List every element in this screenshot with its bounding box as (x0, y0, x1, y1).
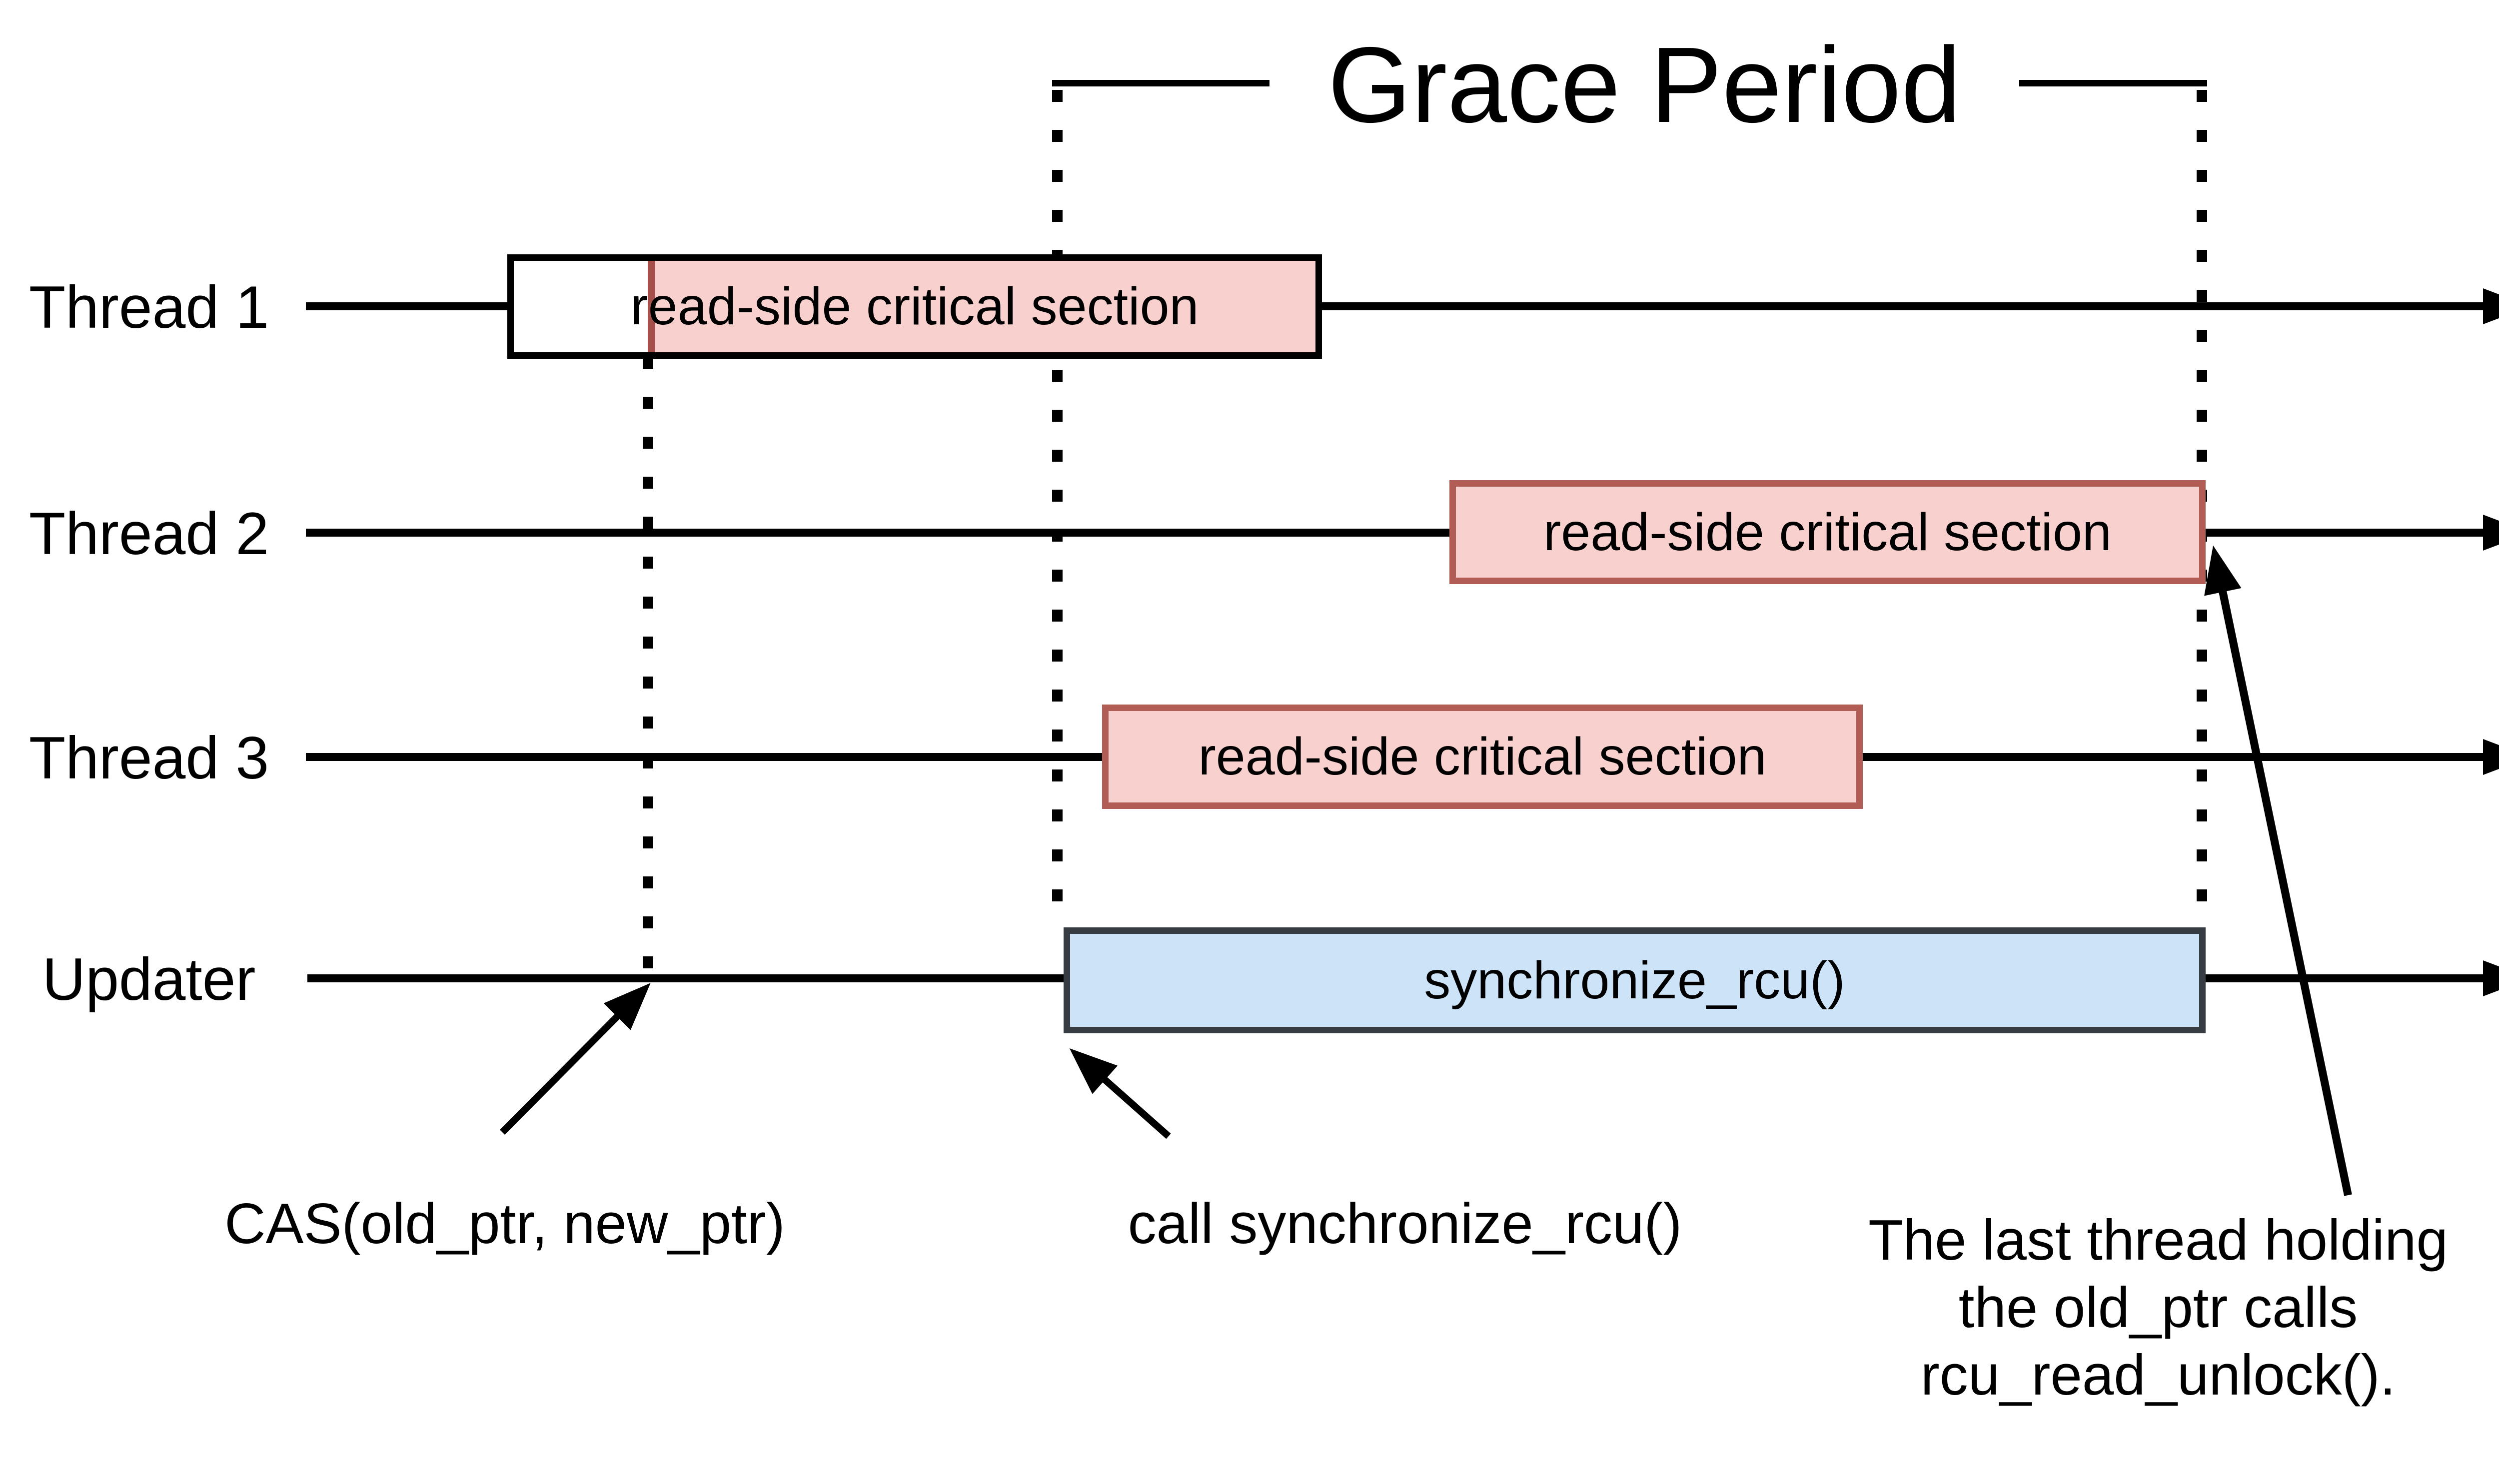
synchronize-rcu-box: synchronize_rcu() (1064, 927, 2206, 1033)
updater-timeline-right (2204, 974, 2494, 982)
synchronize-rcu-label: synchronize_rcu() (1424, 950, 1845, 1010)
thread3-timeline-right (1863, 753, 2494, 761)
cas-arrow (500, 969, 664, 1135)
grace-period-right-bracket-line (2019, 80, 2207, 86)
last-thread-unlock-arrow (2194, 542, 2352, 1196)
updater-timeline-left (307, 974, 1064, 982)
thread1-timeline-right (1322, 302, 2494, 310)
cas-event-dotted-line (643, 357, 653, 984)
grace-period-start-dotted-line (1052, 90, 1063, 928)
thread3-critical-section-label: read-side critical section (1198, 727, 1767, 786)
thread1-label: Thread 1 (28, 274, 269, 341)
thread2-timeline-left (306, 529, 1449, 537)
thread2-timeline-arrowhead (2483, 515, 2499, 551)
thread1-timeline-left (306, 302, 507, 310)
thread2-critical-section-box: read-side critical section (1449, 480, 2206, 584)
grace-period-left-bracket-line (1052, 80, 1269, 86)
thread2-label: Thread 2 (28, 500, 269, 567)
thread1-critical-section-label: read-side critical section (630, 277, 1199, 336)
cas-annotation: CAS(old_ptr, new_ptr) (224, 1192, 785, 1256)
thread1-timeline-arrowhead (2483, 288, 2499, 324)
thread3-timeline-left (306, 753, 1102, 761)
last-thread-unlock-annotation: The last thread holding the old_ptr call… (1868, 1209, 2448, 1407)
thread1-cas-divider-line (648, 261, 655, 352)
thread3-critical-section-box: read-side critical section (1102, 705, 1863, 809)
updater-label: Updater (42, 946, 256, 1013)
thread1-critical-section-active-fill (648, 261, 1315, 352)
thread2-timeline-right (2204, 529, 2494, 537)
thread3-timeline-arrowhead (2483, 739, 2499, 775)
thread3-label: Thread 3 (28, 725, 269, 791)
updater-timeline-arrowhead (2483, 960, 2499, 996)
call-synchronize-rcu-annotation: call synchronize_rcu() (1128, 1192, 1682, 1256)
thread2-critical-section-label: read-side critical section (1543, 502, 2112, 562)
call-synchronize-rcu-arrow (1057, 1034, 1171, 1139)
grace-period-title: Grace Period (1327, 24, 1961, 145)
thread1-critical-section-box: read-side critical section (507, 254, 1322, 359)
